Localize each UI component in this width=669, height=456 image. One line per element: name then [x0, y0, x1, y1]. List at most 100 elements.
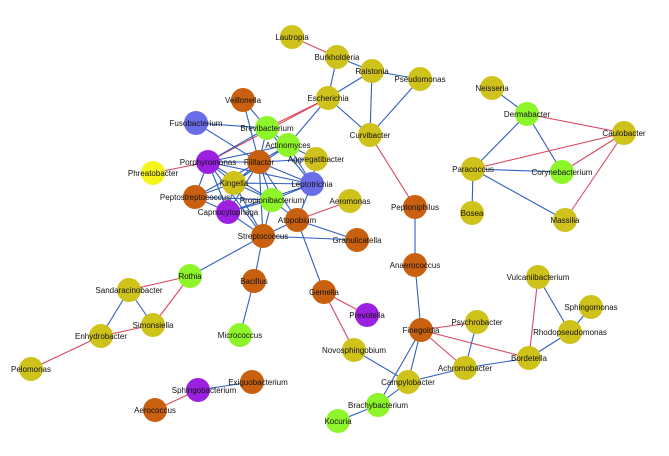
node-circle-filifactor: [247, 150, 271, 174]
node-capnocytophaga: Capnocytophaga: [198, 200, 259, 224]
node-burkholderia: Burkholderia: [315, 45, 360, 69]
node-label-fusobacterium: Fusobacterium: [170, 119, 223, 128]
node-circle-bordetella: [517, 346, 541, 370]
node-label-massilia: Massilia: [551, 216, 580, 225]
node-rhodopseudomonas: Rhodopseudomonas: [533, 320, 607, 344]
edge-leptotrichia-kingella: [233, 182, 313, 185]
node-escherichia: Escherichia: [307, 86, 349, 110]
node-label-peptoniphilus: Peptoniphilus: [391, 203, 439, 212]
edge-massilia-caulobacter: [564, 132, 625, 221]
node-simonsiella: Simonsiella: [133, 313, 174, 337]
node-neisseria: Neisseria: [475, 76, 509, 100]
node-circle-propionibacterium: [260, 188, 284, 212]
node-circle-pseudomonas: [408, 67, 432, 91]
node-circle-anaerococcus: [403, 253, 427, 277]
node-rothia: Rothia: [178, 264, 202, 288]
node-label-vulcaniibacterium: Vulcaniibacterium: [507, 273, 570, 282]
edge-fusobacterium-filifactor: [195, 122, 260, 163]
node-kingella: Kingella: [220, 171, 249, 195]
node-enhydrobacter: Enhydrobacter: [75, 324, 127, 348]
node-gemella: Gemella: [309, 280, 339, 304]
node-fusobacterium: Fusobacterium: [170, 111, 223, 135]
node-circle-achromobacter: [453, 356, 477, 380]
node-circle-sphingomonas: [579, 295, 603, 319]
node-label-sphingobacterium: Sphingobacterium: [172, 386, 237, 395]
node-circle-massilia: [553, 208, 577, 232]
node-circle-peptostreptococcus: [183, 185, 207, 209]
node-aeromonas: Aeromonas: [330, 189, 371, 213]
node-circle-psychrobacter: [465, 310, 489, 334]
node-label-rothia: Rothia: [178, 272, 202, 281]
node-circle-porphyromonas: [196, 150, 220, 174]
edge-vulcaniibacterium-bordetella: [528, 276, 539, 359]
node-circle-enhydrobacter: [89, 324, 113, 348]
node-pelomonas: Pelomonas: [11, 357, 51, 381]
node-label-paracoccus: Paracoccus: [452, 165, 494, 174]
node-circle-aeromonas: [338, 189, 362, 213]
node-veillonella: Veillonella: [225, 88, 262, 112]
node-label-bosea: Bosea: [461, 209, 484, 218]
node-label-porphyromonas: Porphyromonas: [180, 158, 236, 167]
node-exiguobacterium: Exiguobacterium: [228, 370, 288, 394]
node-circle-pelomonas: [19, 357, 43, 381]
node-circle-burkholderia: [325, 45, 349, 69]
node-pseudomonas: Pseudomonas: [394, 67, 446, 91]
node-circle-dermabacter: [515, 102, 539, 126]
node-circle-fusobacterium: [184, 111, 208, 135]
node-circle-bacillus: [242, 269, 266, 293]
node-label-ralstonia: Ralstonia: [355, 67, 389, 76]
node-circle-phreatobacter: [141, 161, 165, 185]
node-curvibacter: Curvibacter: [350, 123, 391, 147]
node-circle-peptoniphilus: [403, 195, 427, 219]
node-circle-kocuria: [326, 409, 350, 433]
node-label-corynebacterium: Corynebacterium: [532, 168, 593, 177]
node-label-prevotella: Prevotella: [349, 311, 385, 320]
node-bosea: Bosea: [460, 201, 484, 225]
node-label-anaerococcus: Anaerococcus: [390, 261, 441, 270]
node-label-leptotrichia: Leptotrichia: [291, 180, 333, 189]
node-label-escherichia: Escherichia: [307, 94, 349, 103]
node-sphingomonas: Sphingomonas: [564, 295, 618, 319]
node-label-neisseria: Neisseria: [475, 84, 509, 93]
edge-atopobium-gemella: [296, 219, 325, 293]
node-porphyromonas: Porphyromonas: [180, 150, 236, 174]
node-label-granulicatella: Granulicatella: [333, 236, 382, 245]
node-circle-brachybacterium: [366, 393, 390, 417]
edge-finegoldia-brachybacterium: [377, 329, 422, 406]
node-brachybacterium: Brachybacterium: [348, 393, 408, 417]
edge-curvibacter-peptoniphilus: [369, 134, 416, 208]
node-phreatobacter: Phreatobacter: [128, 161, 179, 185]
node-label-finegoldia: Finegoldia: [403, 326, 440, 335]
node-granulicatella: Granulicatella: [333, 228, 382, 252]
node-label-kingella: Kingella: [220, 179, 249, 188]
node-circle-paracoccus: [461, 157, 485, 181]
node-kocuria: Kocuria: [324, 409, 352, 433]
node-label-pseudomonas: Pseudomonas: [394, 75, 445, 84]
node-circle-prevotella: [355, 303, 379, 327]
node-circle-finegoldia: [409, 318, 433, 342]
node-circle-gemella: [312, 280, 336, 304]
node-vulcaniibacterium: Vulcaniibacterium: [507, 265, 570, 289]
node-aerococcus: Aerococcus: [134, 398, 176, 422]
node-circle-streptococcus: [251, 224, 275, 248]
edge-finegoldia-bordetella: [420, 329, 530, 359]
node-circle-atopobium: [285, 208, 309, 232]
node-label-phreatobacter: Phreatobacter: [128, 169, 179, 178]
node-circle-aerococcus: [143, 398, 167, 422]
node-circle-kingella: [222, 171, 246, 195]
node-actinomyces: Actinomyces: [265, 133, 311, 157]
nodes-layer: LautropiaBurkholderiaRalstoniaPseudomona…: [11, 25, 646, 433]
node-label-filifactor: Filifactor: [244, 158, 275, 167]
node-circle-neisseria: [480, 76, 504, 100]
node-sandaracinobacter: Sandaracinobacter: [95, 278, 163, 302]
node-circle-veillonella: [231, 88, 255, 112]
edge-streptococcus-rothia: [189, 235, 264, 277]
node-label-veillonella: Veillonella: [225, 96, 262, 105]
node-circle-exiguobacterium: [240, 370, 264, 394]
node-circle-granulicatella: [345, 228, 369, 252]
node-label-exiguobacterium: Exiguobacterium: [228, 378, 288, 387]
node-dermabacter: Dermabacter: [504, 102, 550, 126]
node-atopobium: Atopobium: [278, 208, 316, 232]
node-corynebacterium: Corynebacterium: [532, 160, 593, 184]
node-label-aeromonas: Aeromonas: [330, 197, 371, 206]
